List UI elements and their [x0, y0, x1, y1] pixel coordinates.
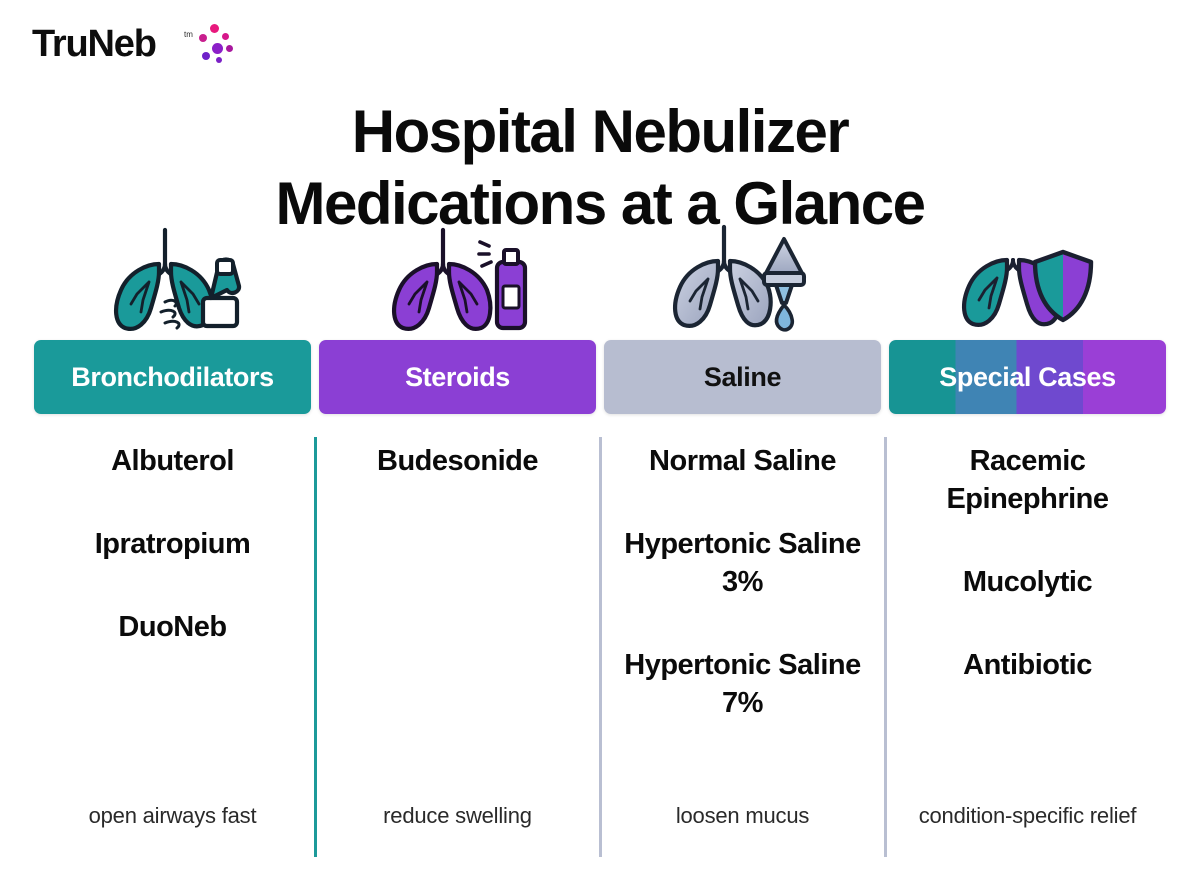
- category-column-saline: Saline Normal Saline Hypertonic Saline 3…: [600, 218, 887, 864]
- category-column-special-cases: Special Cases Racemic Epinephrine Mucoly…: [885, 218, 1170, 864]
- medication-list-steroids: Budesonide: [325, 442, 590, 800]
- category-header-label: Saline: [703, 361, 782, 392]
- medication-item[interactable]: Racemic Epinephrine: [946, 445, 1109, 515]
- medication-item[interactable]: Hypertonic Saline 7%: [624, 649, 861, 719]
- dot-cluster-icon: [182, 24, 238, 66]
- medication-item[interactable]: Normal Saline: [649, 445, 836, 477]
- lungs-spray-bottle-icon: [385, 218, 530, 340]
- lungs-shield-icon: [953, 218, 1103, 340]
- medication-item[interactable]: Albuterol: [111, 445, 234, 477]
- category-caption: open airways fast: [88, 803, 257, 828]
- medication-item[interactable]: Ipratropium: [94, 528, 251, 560]
- category-columns: Bronchodilators Albuterol Ipratropium Du…: [30, 218, 1170, 864]
- medication-item[interactable]: DuoNeb: [118, 611, 227, 643]
- category-caption: reduce swelling: [383, 803, 532, 828]
- category-column-bronchodilators: Bronchodilators Albuterol Ipratropium Du…: [30, 218, 317, 864]
- lungs-nebulizer-droplet-icon: [668, 218, 818, 340]
- page-title: Hospital Nebulizer Medications at a Glan…: [0, 96, 1200, 240]
- category-caption: loosen mucus: [675, 803, 810, 828]
- medication-item[interactable]: Budesonide: [377, 445, 538, 477]
- category-header-label: Bronchodilators: [71, 361, 274, 392]
- category-header-label: Special Cases: [939, 361, 1116, 392]
- medication-item[interactable]: Antibiotic: [963, 649, 1092, 681]
- medication-list-special-cases: Racemic Epinephrine Mucolytic Antibiotic: [895, 442, 1160, 800]
- category-header-bronchodilators[interactable]: Bronchodilators: [34, 340, 311, 414]
- medication-list-saline: Normal Saline Hypertonic Saline 3% Hyper…: [610, 442, 875, 800]
- column-divider-2: [599, 437, 602, 857]
- category-header-saline[interactable]: Saline: [604, 340, 881, 414]
- page-title-line-2: Medications at a Glance: [275, 170, 926, 238]
- category-caption: condition-specific relief: [918, 803, 1137, 828]
- category-header-label: Steroids: [405, 361, 510, 392]
- brand-wordmark: TruNeb: [32, 23, 157, 65]
- medication-item[interactable]: Hypertonic Saline 3%: [624, 528, 861, 598]
- lungs-inhaler-icon: [103, 218, 243, 340]
- medication-list-bronchodilators: Albuterol Ipratropium DuoNeb: [40, 442, 305, 800]
- medication-item[interactable]: Mucolytic: [962, 566, 1093, 598]
- column-divider-3: [884, 437, 887, 857]
- column-divider-1: [314, 437, 317, 857]
- category-header-special-cases[interactable]: Special Cases: [889, 340, 1166, 414]
- trademark-mark: tm: [184, 30, 193, 39]
- page-title-line-1: Hospital Nebulizer: [351, 98, 850, 166]
- category-column-steroids: Steroids Budesonide reduce swelling: [315, 218, 602, 864]
- category-header-steroids[interactable]: Steroids: [319, 340, 596, 414]
- brand-logo: TruNeb tm: [32, 20, 292, 76]
